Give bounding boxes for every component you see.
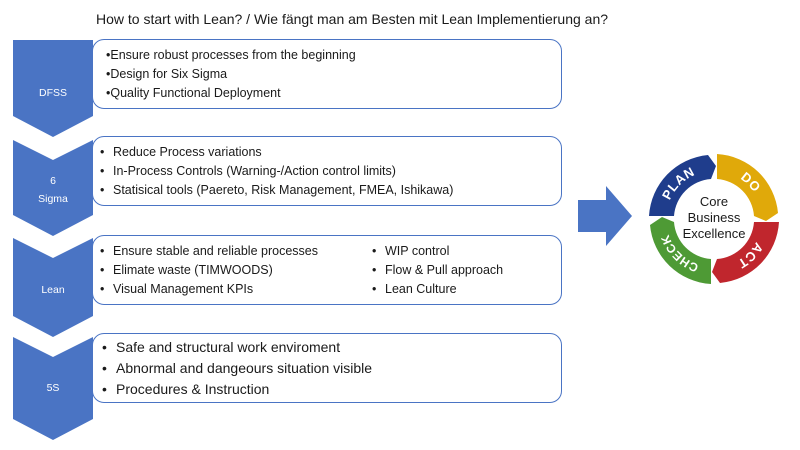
plan-segment (649, 155, 716, 216)
list-item: Procedures & Instruction (102, 379, 561, 400)
dfss-card: •Ensure robust processes from the beginn… (92, 39, 562, 109)
five-s-card: Safe and structural work enviroment Abno… (92, 333, 562, 403)
list-item: •Design for Six Sigma (106, 67, 228, 81)
stage-label-6-sigma-line1: 6 (50, 175, 56, 187)
stage-label-6-sigma-line2: Sigma (38, 193, 68, 205)
list-item: Statisical tools (Paereto, Risk Manageme… (100, 181, 561, 200)
chevron-6-sigma (13, 140, 93, 236)
list-item: Safe and structural work enviroment (102, 337, 561, 358)
chevron-dfss (13, 40, 93, 137)
stage-label-dfss: DFSS (38, 87, 67, 99)
chevron-lean (13, 238, 93, 337)
check-segment (650, 217, 711, 284)
stage-label-5s: 5S (46, 382, 60, 394)
list-item: Elimate waste (TIMWOODS) (100, 261, 318, 280)
act-segment (712, 222, 779, 283)
list-item: Flow & Pull approach (372, 261, 503, 280)
page-title: How to start with Lean? / Wie fängt man … (96, 11, 609, 27)
cycle-center-line2: Business (688, 210, 741, 225)
list-item: Ensure stable and reliable processes (100, 242, 318, 261)
list-item: •Quality Functional Deployment (106, 86, 281, 100)
list-item: •Ensure robust processes from the beginn… (106, 48, 356, 62)
list-item: Lean Culture (372, 280, 503, 299)
stage-label-lean: Lean (41, 284, 65, 296)
cycle-center-line3: Excellence (683, 226, 746, 241)
six-sigma-card: Reduce Process variations In-Process Con… (92, 136, 562, 206)
do-segment (717, 154, 778, 221)
pdca-cycle: PLAN DO ACT CHECK Core Business Excellen… (649, 154, 779, 284)
list-item: In-Process Controls (Warning-/Action con… (100, 162, 561, 181)
list-item: Reduce Process variations (100, 143, 561, 162)
chevron-5s (13, 337, 93, 440)
list-item: WIP control (372, 242, 503, 261)
cycle-center-line1: Core (700, 194, 728, 209)
right-arrow-icon (578, 186, 632, 246)
list-item: Visual Management KPIs (100, 280, 318, 299)
list-item: Abnormal and dangeours situation visible (102, 358, 561, 379)
lean-card: Ensure stable and reliable processes Eli… (92, 235, 562, 305)
